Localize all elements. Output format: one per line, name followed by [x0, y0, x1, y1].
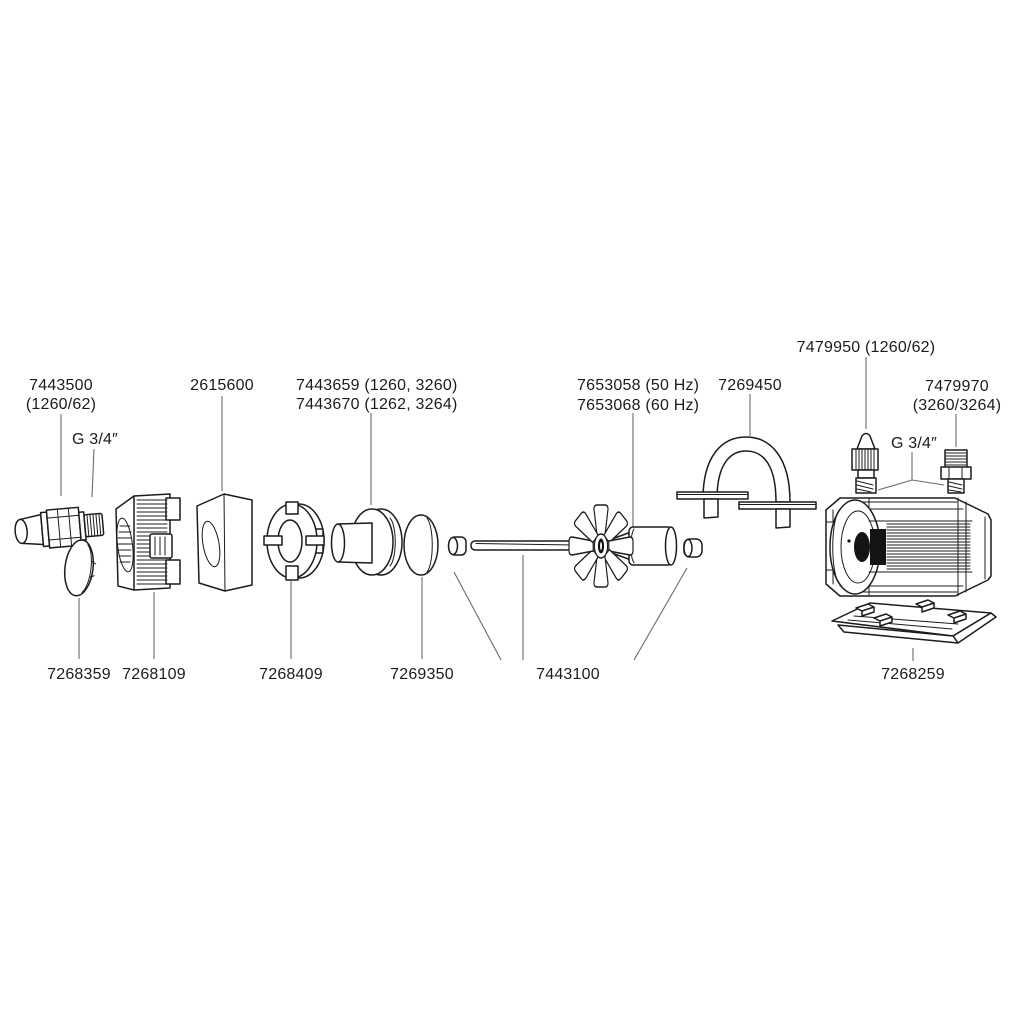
part-shaft-set-7443100: [447, 536, 583, 556]
label-7268409: 7268409: [259, 666, 323, 683]
label-7269450: 7269450: [718, 377, 782, 394]
label-2615600: 2615600: [190, 377, 254, 394]
leader-lines: [60, 357, 957, 661]
label-7479970: 7479970: [925, 378, 989, 395]
part-pump-cover-7268409: [263, 501, 325, 581]
label-7443670: 7443670 (1262, 3264): [296, 396, 457, 413]
part-mounting-bracket-7269450: [676, 436, 817, 529]
label-7479970-variant: (3260/3264): [913, 397, 1002, 414]
part-intake-socket-7443659: [330, 508, 403, 576]
part-o-ring-7269350: [403, 514, 439, 576]
label-7479950: 7479950 (1260/62): [797, 339, 936, 356]
part-filter-foam-2615600: [196, 493, 253, 592]
label-7268359: 7268359: [47, 666, 111, 683]
label-7443500-variant: (1260/62): [26, 396, 96, 413]
label-7268109: 7268109: [122, 666, 186, 683]
label-7443659: 7443659 (1260, 3260): [296, 377, 457, 394]
label-7443100: 7443100: [536, 666, 600, 683]
label-7653058: 7653058 (50 Hz): [577, 377, 699, 394]
part-seal-cover-7268359: [63, 539, 97, 597]
label-7268259: 7268259: [881, 666, 945, 683]
label-thread-size-right: G 3/4″: [891, 435, 937, 452]
part-nozzle-fitting-7479950: [851, 432, 879, 494]
part-motor-body: [825, 497, 992, 597]
part-labels: 7443500 (1260/62) G 3/4″ 2615600 7443659…: [26, 339, 1001, 683]
part-shaft-bushing-right: [683, 538, 703, 558]
part-hose-connector-7443500: [14, 506, 105, 549]
label-7653068: 7653068 (60 Hz): [577, 397, 699, 414]
part-rotor-impeller-7653058: [568, 504, 678, 588]
part-base-plate-7268259: [831, 599, 997, 644]
label-thread-size-left: G 3/4″: [72, 431, 118, 448]
part-pump-housing-7268109: [115, 493, 181, 591]
label-7443500: 7443500: [29, 377, 93, 394]
label-7269350: 7269350: [390, 666, 454, 683]
part-thread-fitting-7479970: [940, 449, 972, 494]
